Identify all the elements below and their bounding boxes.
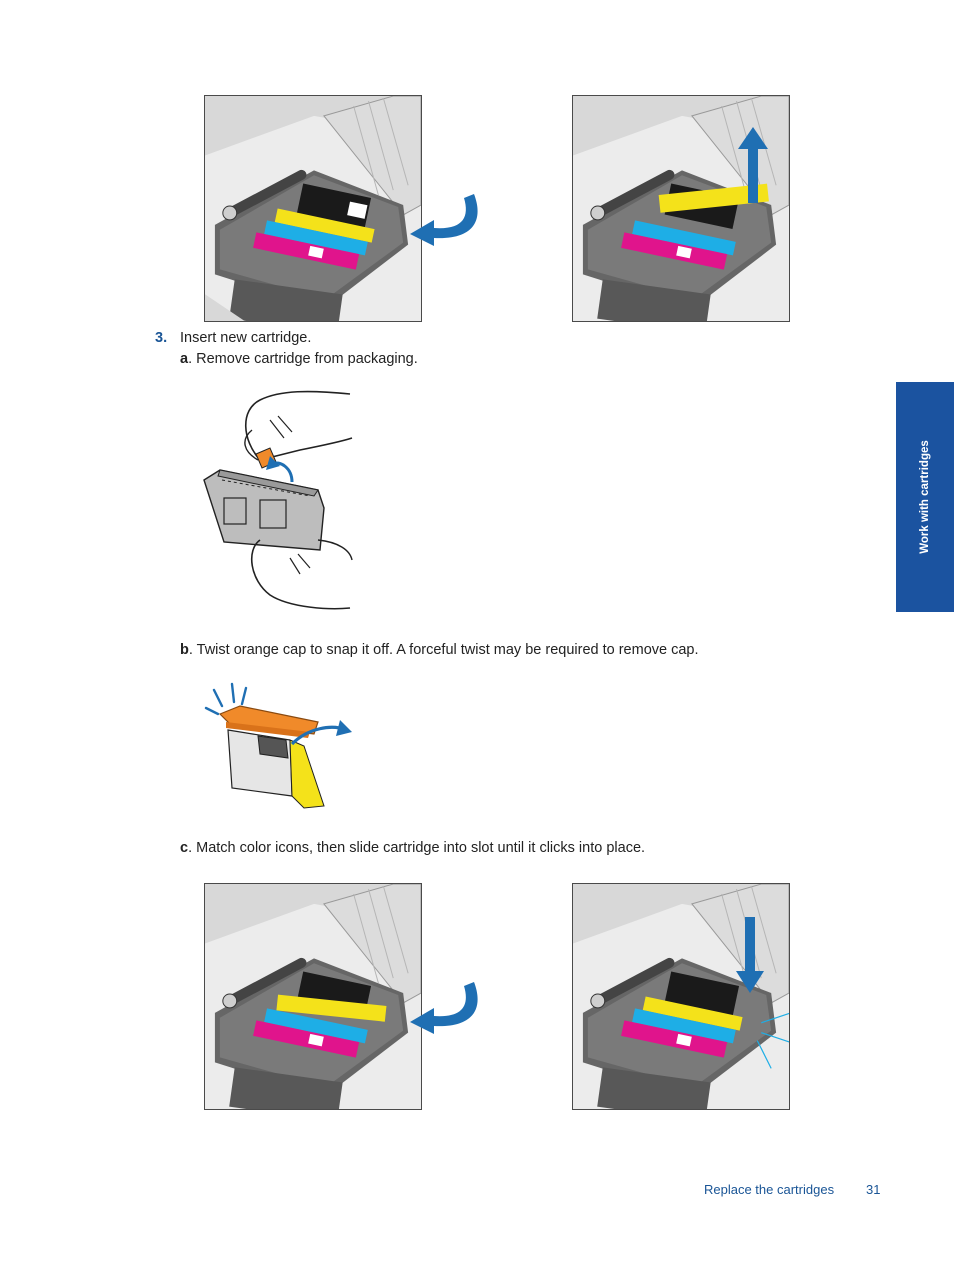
section-side-tab: Work with cartridges bbox=[896, 382, 954, 612]
illustration-carriage-insert bbox=[204, 883, 422, 1110]
step-3: 3. Insert new cartridge. bbox=[155, 329, 555, 347]
footer-section-title: Replace the cartridges bbox=[704, 1182, 835, 1197]
press-down-arrow-icon bbox=[734, 915, 766, 995]
step-number: 3. bbox=[155, 330, 168, 346]
substep-c: c. Match color icons, then slide cartrid… bbox=[180, 839, 645, 857]
page-number: 31 bbox=[866, 1182, 881, 1197]
substep-letter: b bbox=[180, 642, 189, 658]
substep-b: b. Twist orange cap to snap it off. A fo… bbox=[180, 641, 699, 659]
curved-arrow-insert-icon bbox=[404, 978, 490, 1038]
illustration-carriage-remove bbox=[204, 95, 422, 322]
lift-up-arrow-icon bbox=[736, 125, 770, 205]
substep-text: . Twist orange cap to snap it off. A for… bbox=[188, 642, 699, 658]
step-text: Insert new cartridge. bbox=[180, 330, 312, 346]
illustration-twist-cap bbox=[200, 680, 358, 812]
substep-letter: c bbox=[180, 840, 189, 856]
substep-text: . Remove cartridge from packaging. bbox=[188, 351, 418, 367]
curved-arrow-insert-icon bbox=[404, 190, 490, 250]
substep-letter: a bbox=[180, 351, 189, 367]
substep-a: a. Remove cartridge from packaging. bbox=[180, 350, 418, 368]
substep-text: . Match color icons, then slide cartridg… bbox=[188, 840, 646, 856]
side-tab-label: Work with cartridges bbox=[919, 440, 931, 554]
illustration-carriage-lift bbox=[572, 95, 790, 322]
illustration-unpack-cartridge bbox=[200, 390, 358, 612]
